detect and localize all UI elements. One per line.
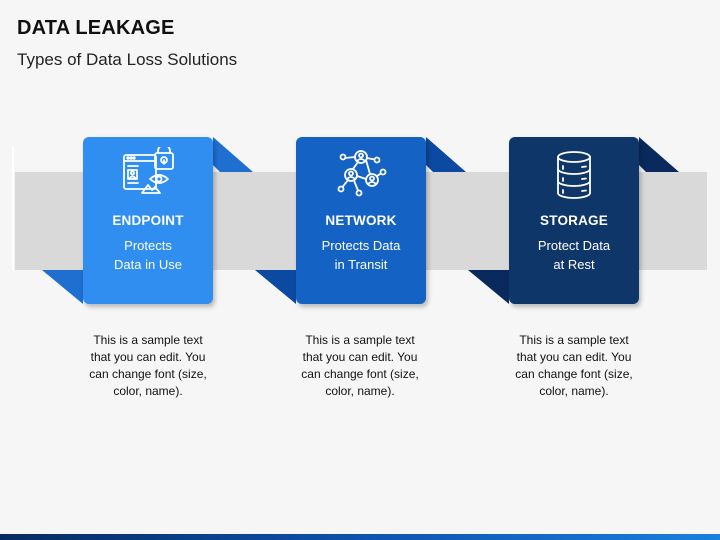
storage-fold-bottom: [468, 270, 509, 304]
network-desc-line-4: color, name).: [325, 384, 395, 398]
network-description: This is a sample text that you can edit.…: [285, 332, 435, 400]
storage-card: STORAGE Protect Data at Rest: [509, 137, 639, 304]
endpoint-fold-top: [213, 137, 253, 172]
bottom-accent-bar: [0, 534, 720, 540]
network-desc-line-1: This is a sample text: [305, 333, 415, 347]
endpoint-fold-bottom: [42, 270, 83, 304]
network-line-1: Protects Data: [321, 238, 401, 253]
network-line-2: in Transit: [334, 257, 388, 272]
network-card: NETWORK Protects Data in Transit: [296, 137, 426, 304]
ribbon-folds: [42, 137, 679, 304]
storage-desc-line-1: This is a sample text: [519, 333, 629, 347]
endpoint-line-2: Data in Use: [114, 257, 182, 272]
network-fold-bottom: [255, 270, 296, 304]
endpoint-desc-line-2: that you can edit. You: [90, 350, 206, 364]
endpoint-desc-line-4: color, name).: [113, 384, 183, 398]
storage-desc-line-2: that you can edit. You: [516, 350, 632, 364]
network-users-icon: [296, 147, 426, 203]
endpoint-heading: ENDPOINT: [112, 213, 184, 228]
storage-description: This is a sample text that you can edit.…: [499, 332, 649, 400]
endpoint-line-1: Protects: [124, 238, 172, 253]
endpoint-card: ENDPOINT Protects Data in Use: [83, 137, 213, 304]
band-edge-marker: [12, 146, 14, 270]
endpoint-description: This is a sample text that you can edit.…: [73, 332, 223, 400]
network-heading: NETWORK: [325, 213, 397, 228]
network-fold-top: [426, 137, 466, 172]
monitor-lock-eye-icon: [83, 147, 213, 203]
slide-subtitle: Types of Data Loss Solutions: [17, 50, 238, 69]
storage-desc-line-3: can change font (size,: [515, 367, 633, 381]
network-desc-line-2: that you can edit. You: [302, 350, 418, 364]
network-desc-line-3: can change font (size,: [301, 367, 419, 381]
database-icon: [509, 147, 639, 203]
storage-fold-top: [639, 137, 679, 172]
storage-line-1: Protect Data: [537, 238, 611, 253]
endpoint-desc-line-1: This is a sample text: [93, 333, 203, 347]
storage-line-2: at Rest: [553, 257, 595, 272]
storage-desc-line-4: color, name).: [539, 384, 609, 398]
endpoint-desc-line-3: can change font (size,: [89, 367, 207, 381]
slide-title: DATA LEAKAGE: [17, 17, 175, 39]
storage-heading: STORAGE: [540, 213, 608, 228]
